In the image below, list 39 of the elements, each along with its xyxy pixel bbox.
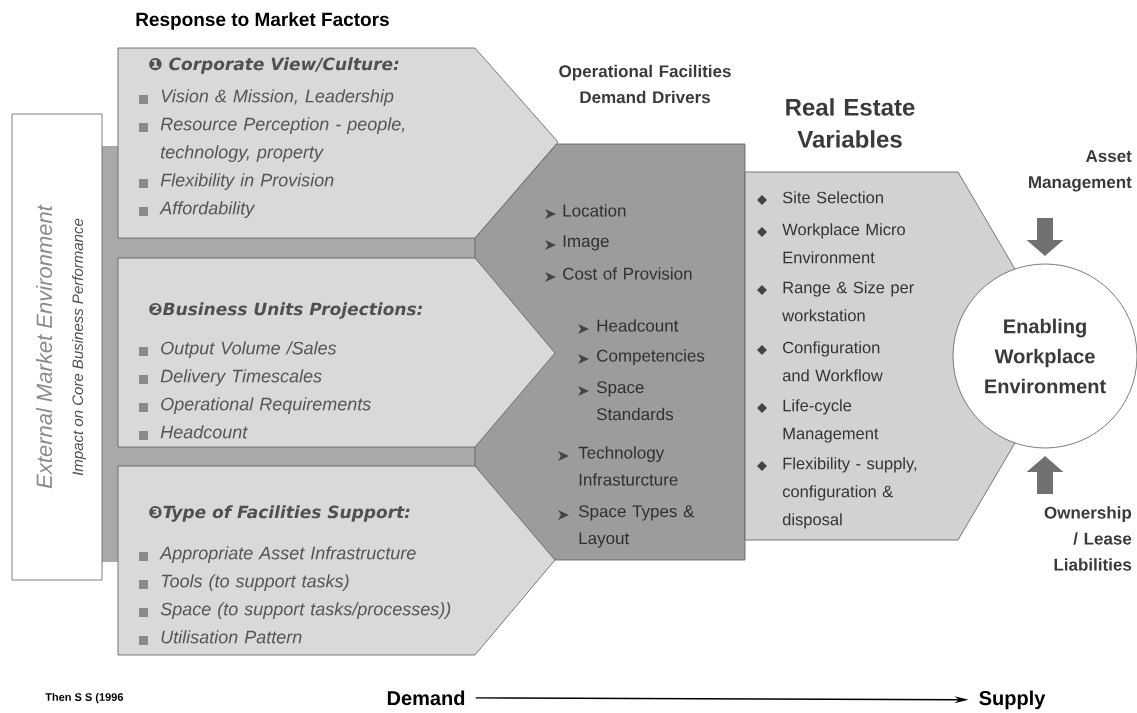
list-item: Headcount bbox=[578, 319, 679, 334]
rotated-title: External Market Environment bbox=[35, 204, 53, 489]
heading: ❷Business Units Projections: bbox=[149, 302, 423, 319]
list-item: Utilisation Pattern bbox=[139, 630, 302, 645]
list-item: Space Types & Layout bbox=[558, 505, 695, 548]
list-item: Cost of Provision bbox=[545, 267, 692, 282]
heading: ❸Type of Facilities Support: bbox=[149, 505, 410, 522]
list-item: Space (to support tasks/processes)) bbox=[139, 602, 451, 619]
heading: Operational Facilities Demand Drivers bbox=[559, 64, 731, 104]
heading: ❶ Corporate View/Culture: bbox=[149, 57, 399, 74]
list-item: Space Standards bbox=[578, 381, 674, 421]
list-item: Technology Infrasturcture bbox=[558, 446, 678, 486]
list-item: Resource Perception - people, technology, property bbox=[139, 117, 405, 162]
list-item: Vision & Mission, Leadership bbox=[139, 89, 394, 106]
list-item: Flexibility - supply, configuration & disposal bbox=[757, 457, 917, 529]
axis-label: Supply bbox=[979, 690, 1046, 710]
title: Response to Market Factors bbox=[136, 12, 389, 30]
list-item: Output Volume /Sales bbox=[139, 341, 337, 358]
rotated-subtitle: Impact on Core Business Performance bbox=[72, 218, 86, 476]
list-item: Competencies bbox=[578, 349, 705, 366]
axis-label: Demand bbox=[387, 690, 465, 706]
heading: Real Estate Variables bbox=[786, 98, 915, 148]
side-label: Asset Management bbox=[1029, 150, 1132, 192]
side-label: Ownership / Lease Liabilities bbox=[1044, 506, 1132, 571]
list-item: Workplace Micro Environment bbox=[757, 223, 905, 264]
list-item: Affordability bbox=[139, 201, 256, 218]
list-item: Range & Size per workstation bbox=[757, 281, 914, 322]
list-item: Tools (to support tasks) bbox=[139, 574, 349, 591]
citation: Then S S (1996 bbox=[45, 692, 124, 704]
list-item: Location bbox=[545, 204, 626, 219]
list-item: Site Selection bbox=[757, 191, 883, 205]
list-item: Image bbox=[545, 235, 609, 251]
list-item: Delivery Timescales bbox=[139, 369, 322, 386]
list-item: Operational Requirements bbox=[139, 397, 371, 414]
list-item: Appropriate Asset Infrastructure bbox=[139, 546, 416, 563]
list-item: Configuration and Workflow bbox=[757, 341, 883, 382]
list-item: Flexibility in Provision bbox=[139, 173, 334, 190]
list-item: Life-cycle Management bbox=[757, 399, 879, 443]
list-item: Headcount bbox=[139, 425, 248, 440]
